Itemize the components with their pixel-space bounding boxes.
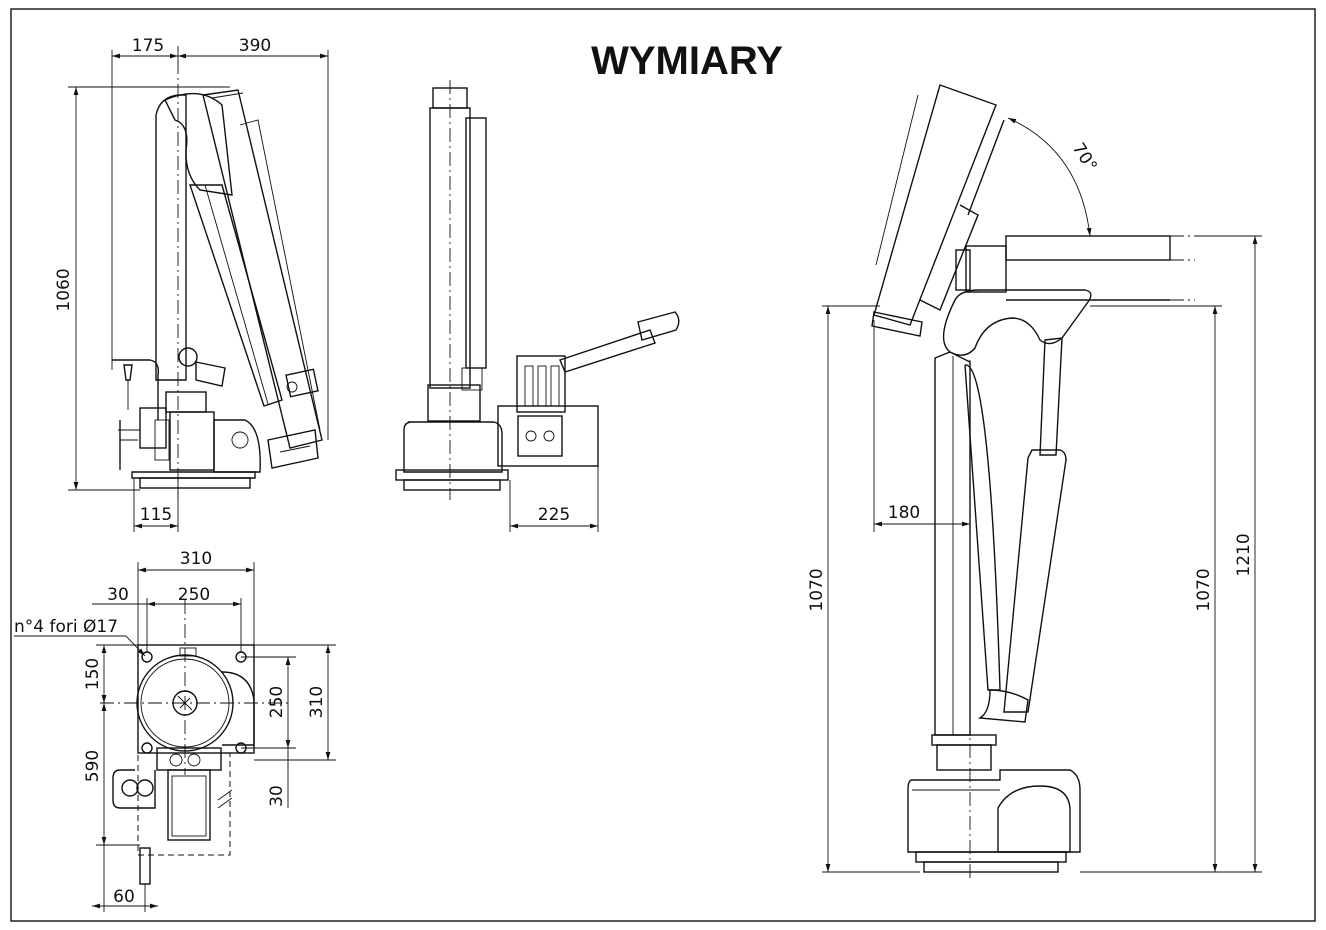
dim-225: 225 (538, 505, 570, 525)
side-view: 175 390 1060 115 (54, 36, 329, 532)
dim-590: 590 (83, 750, 103, 782)
dim-30-left: 30 (107, 585, 129, 605)
dim-310-side: 310 (307, 686, 327, 718)
holes-label: n°4 fori Ø17 (14, 617, 118, 637)
dim-1070-right: 1070 (1194, 568, 1214, 611)
dim-1060: 1060 (54, 268, 74, 311)
big-view: 70° 1070 180 (807, 84, 1262, 880)
angle-label: 70° (1068, 139, 1101, 175)
dim-175: 175 (132, 36, 164, 56)
plan-view: 310 250 30 n°4 fori Ø17 150 590 250 310 … (14, 549, 336, 912)
dim-390: 390 (239, 36, 271, 56)
front-view: 225 (395, 80, 680, 532)
dim-1070-left: 1070 (807, 568, 827, 611)
dim-60: 60 (113, 887, 135, 907)
dim-180: 180 (888, 503, 920, 523)
drawing-title: WYMIARY (591, 39, 783, 83)
dim-310-top: 310 (180, 549, 212, 569)
dim-250-top: 250 (178, 585, 210, 605)
dim-30-side: 30 (267, 785, 287, 807)
drawing-frame (10, 8, 1316, 922)
dim-115: 115 (140, 505, 172, 525)
dim-250-side: 250 (267, 686, 287, 718)
dim-150: 150 (83, 658, 103, 690)
dim-1210: 1210 (1234, 533, 1254, 576)
